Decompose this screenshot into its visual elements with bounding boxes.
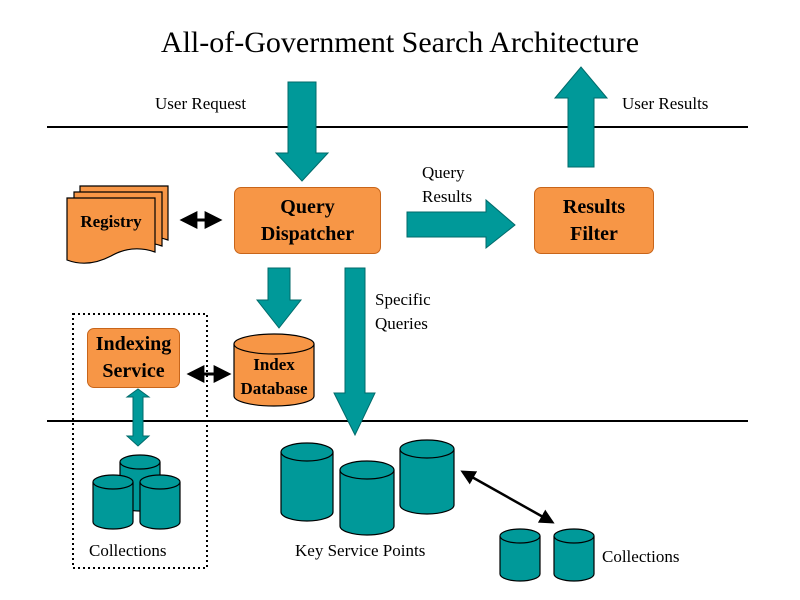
indexing-service-box: Indexing Service bbox=[87, 328, 180, 388]
query-results-arrow bbox=[406, 198, 516, 250]
registry-label: Registry bbox=[80, 212, 142, 231]
indexing-collections-arrow bbox=[125, 388, 151, 447]
collection-cylinder bbox=[499, 528, 541, 582]
query-dispatcher-box: Query Dispatcher bbox=[234, 187, 381, 254]
user-results-arrow bbox=[553, 66, 609, 168]
specific-queries-arrow bbox=[333, 267, 376, 437]
results-filter-box: Results Filter bbox=[534, 187, 654, 254]
query-results-label: Query Results bbox=[422, 163, 473, 206]
index-database-cylinder bbox=[233, 333, 315, 407]
collections-right-label: Collections bbox=[602, 547, 680, 566]
service-point-cylinder bbox=[399, 439, 455, 515]
registry-icon bbox=[66, 185, 169, 264]
service-collections-arrow bbox=[460, 470, 555, 524]
service-point-cylinder bbox=[339, 460, 395, 536]
collection-cylinder bbox=[553, 528, 595, 582]
index-database-label: Index Database bbox=[240, 355, 308, 398]
user-results-label: User Results bbox=[622, 94, 709, 113]
diagram-title: All-of-Government Search Architecture bbox=[160, 26, 640, 59]
user-request-label: User Request bbox=[155, 94, 247, 113]
user-request-arrow bbox=[274, 81, 330, 182]
specific-queries-label: Specific Queries bbox=[375, 290, 431, 333]
teal-cylinders bbox=[92, 439, 595, 582]
collection-cylinder bbox=[139, 474, 181, 530]
key-service-points-label: Key Service Points bbox=[295, 541, 426, 560]
indexing-enclosure bbox=[72, 313, 208, 569]
collections-left-label: Collections bbox=[89, 541, 167, 560]
dispatcher-to-index-arrow bbox=[255, 267, 303, 329]
service-point-cylinder bbox=[280, 442, 334, 522]
collection-cylinder bbox=[92, 474, 134, 530]
